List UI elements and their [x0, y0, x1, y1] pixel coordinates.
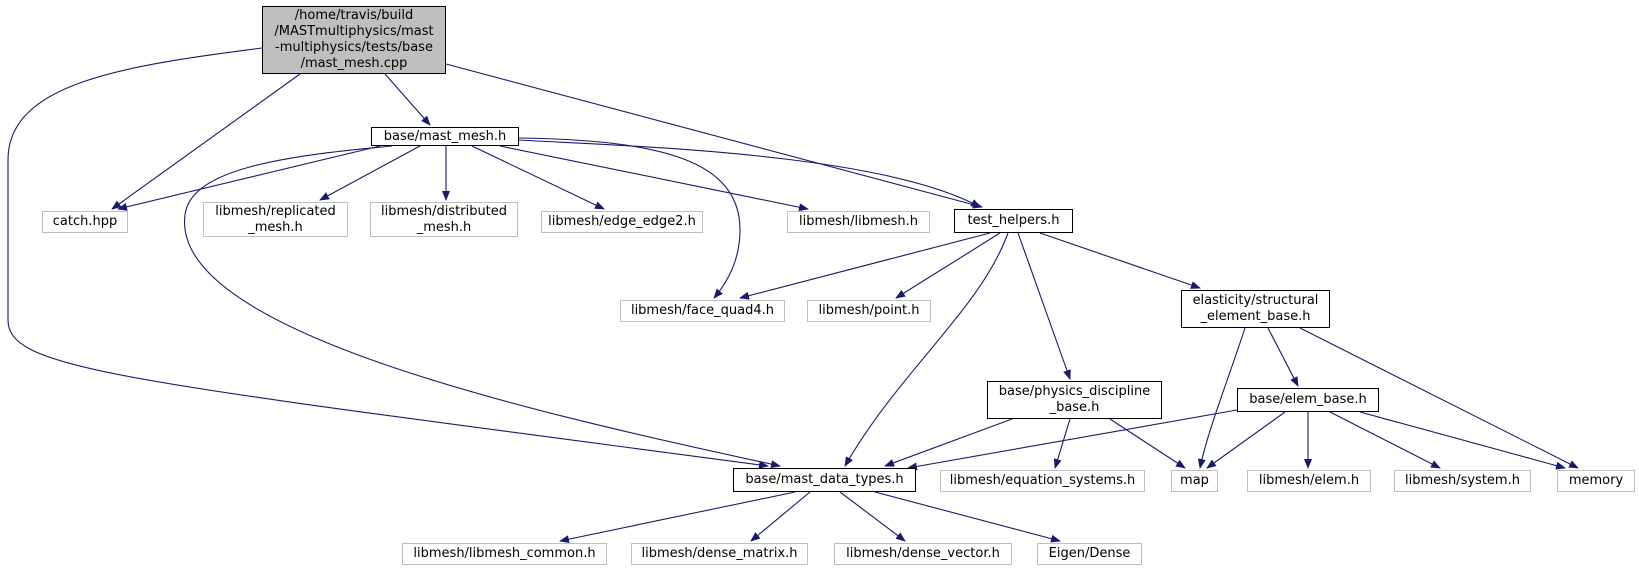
- edge-mast-mesh-to-replicated: [319, 145, 421, 201]
- node-label: libmesh/dense_vector.h: [846, 546, 1000, 561]
- edge-root-to-mast-mesh: [384, 73, 431, 126]
- node-eq-sys: libmesh/equation_systems.h: [940, 470, 1145, 492]
- edge-test-helpers-to-point: [895, 232, 1001, 299]
- node-eigen: Eigen/Dense: [1037, 543, 1142, 565]
- node-memory: memory: [1557, 470, 1635, 492]
- node-dense-vector: libmesh/dense_vector.h: [834, 543, 1012, 565]
- node-dense-matrix: libmesh/dense_matrix.h: [631, 543, 808, 565]
- node-label: map: [1180, 473, 1209, 488]
- node-label: libmesh/dense_matrix.h: [641, 546, 798, 561]
- node-elem-base[interactable]: base/elem_base.h: [1237, 388, 1379, 412]
- edge-elem-base-to-memory: [1359, 411, 1566, 470]
- node-replicated: libmesh/replicated _mesh.h: [203, 202, 348, 237]
- node-map: map: [1171, 470, 1218, 492]
- node-label: base/mast_mesh.h: [383, 128, 507, 144]
- edge-elem-base-to-system: [1329, 411, 1441, 469]
- node-label: /home/travis/build /MASTmultiphysics/mas…: [274, 8, 434, 71]
- edge-structural-to-map: [1197, 327, 1246, 469]
- node-label: libmesh/point.h: [818, 303, 920, 318]
- edge-physics-to-map: [1109, 418, 1186, 469]
- node-label: test_helpers.h: [967, 213, 1060, 228]
- node-label: libmesh/libmesh.h: [798, 214, 919, 229]
- node-quad4: libmesh/face_quad4.h: [620, 300, 785, 322]
- edge-mast-mesh-to-libmesh: [499, 145, 809, 212]
- node-label: catch.hpp: [52, 214, 118, 229]
- edge-physics-to-eq-sys: [1053, 418, 1071, 469]
- node-label: libmesh/elem.h: [1258, 473, 1360, 488]
- node-mast-mesh-h[interactable]: base/mast_mesh.h: [371, 127, 519, 146]
- node-system: libmesh/system.h: [1394, 470, 1531, 492]
- node-data-types[interactable]: base/mast_data_types.h: [733, 468, 916, 492]
- node-label: libmesh/edge_edge2.h: [548, 214, 696, 229]
- edge-data-types-to-dense-vector: [839, 491, 906, 542]
- edge-test-helpers-to-quad4: [739, 232, 991, 300]
- node-distributed: libmesh/distributed _mesh.h: [370, 202, 518, 237]
- edge-mast-mesh-to-data-types: [184, 145, 781, 469]
- node-catch: catch.hpp: [42, 211, 128, 233]
- node-physics[interactable]: base/physics_discipline _base.h: [987, 381, 1162, 419]
- node-point: libmesh/point.h: [807, 300, 931, 322]
- node-label: libmesh/equation_systems.h: [949, 473, 1136, 488]
- node-test-helpers[interactable]: test_helpers.h: [954, 209, 1073, 233]
- node-label: base/elem_base.h: [1249, 392, 1367, 407]
- edge-test-helpers-to-structural: [1039, 232, 1201, 289]
- node-edge2: libmesh/edge_edge2.h: [541, 211, 703, 233]
- edge-test-helpers-to-data-types: [844, 232, 1009, 467]
- node-label: libmesh/distributed _mesh.h: [380, 203, 508, 235]
- edge-test-helpers-to-physics: [1017, 232, 1071, 380]
- edge-mast-mesh-to-quad4: [518, 137, 741, 299]
- edge-structural-to-memory: [1299, 327, 1579, 469]
- node-libmesh: libmesh/libmesh.h: [787, 211, 930, 233]
- node-label: libmesh/system.h: [1405, 473, 1520, 488]
- node-label: libmesh/face_quad4.h: [630, 303, 775, 318]
- edge-mast-mesh-to-catch: [117, 145, 381, 211]
- node-label: libmesh/replicated _mesh.h: [215, 203, 336, 235]
- edge-root-to-catch: [111, 73, 301, 210]
- edge-data-types-to-common: [559, 491, 796, 544]
- node-label: base/physics_discipline _base.h: [998, 384, 1151, 415]
- edge-physics-to-data-types: [884, 418, 1013, 467]
- edge-mast-mesh-to-test-helpers: [518, 139, 981, 208]
- edge-elem-base-to-data-types: [907, 409, 1238, 471]
- edge-data-types-to-dense-matrix: [750, 491, 811, 542]
- node-root[interactable]: /home/travis/build /MASTmultiphysics/mas…: [262, 6, 446, 74]
- edge-data-types-to-eigen: [874, 491, 1061, 543]
- node-structural[interactable]: elasticity/structural _element_base.h: [1181, 290, 1330, 328]
- node-label: libmesh/libmesh_common.h: [413, 546, 596, 561]
- edge-mast-mesh-to-edge2: [471, 145, 605, 210]
- edge-structural-to-elem-base: [1267, 327, 1299, 387]
- edge-root-to-data-types: [7, 47, 769, 469]
- node-label: memory: [1568, 473, 1624, 488]
- node-common: libmesh/libmesh_common.h: [402, 543, 607, 565]
- node-label: elasticity/structural _element_base.h: [1192, 293, 1319, 324]
- node-label: base/mast_data_types.h: [745, 472, 904, 487]
- node-elem: libmesh/elem.h: [1247, 470, 1371, 492]
- edge-elem-base-to-map: [1206, 411, 1286, 469]
- node-label: Eigen/Dense: [1048, 546, 1131, 561]
- edge-root-to-test-helpers: [445, 63, 983, 209]
